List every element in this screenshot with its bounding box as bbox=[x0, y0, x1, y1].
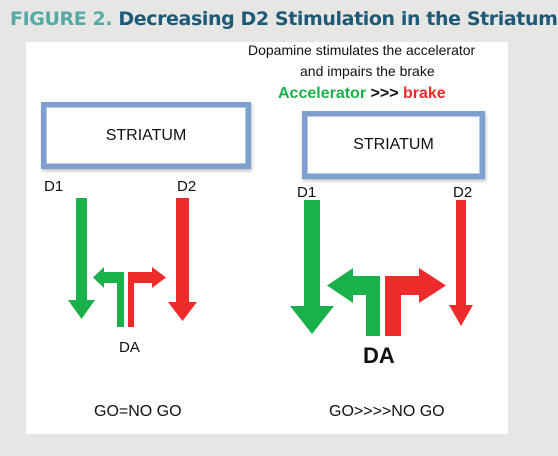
relation-symbol: >>> bbox=[370, 85, 399, 102]
left-da-green-arrow bbox=[93, 267, 124, 327]
right-note-line1: Dopamine stimulates the accelerator bbox=[248, 42, 476, 58]
right-da-red-arrow bbox=[385, 268, 446, 336]
left-striatum-label: STRIATUM bbox=[105, 126, 187, 144]
right-caption: GO>>>>NO GO bbox=[329, 403, 445, 420]
right-d2-label: D2 bbox=[453, 184, 473, 201]
left-d2-red-arrow bbox=[168, 198, 197, 321]
left-d1-label: D1 bbox=[44, 178, 64, 195]
accelerator-brake-relation: Accelerator >>> brake bbox=[278, 85, 446, 103]
right-d2-red-arrow bbox=[449, 200, 473, 326]
right-striatum-box: STRIATUM bbox=[302, 111, 485, 179]
right-da-label: DA bbox=[363, 343, 395, 368]
left-d1-green-arrow bbox=[68, 198, 95, 319]
left-striatum-box: STRIATUM bbox=[41, 102, 251, 169]
right-striatum-label: STRIATUM bbox=[353, 136, 434, 153]
left-caption: GO=NO GO bbox=[94, 403, 182, 420]
accelerator-label: Accelerator bbox=[278, 85, 367, 102]
figure-title: FIGURE 2. Decreasing D2 Stimulation in t… bbox=[10, 6, 558, 32]
right-da-green-arrow bbox=[327, 268, 380, 336]
left-da-label: DA bbox=[119, 339, 140, 356]
left-d2-label: D2 bbox=[177, 178, 197, 195]
dopamine-arrows-diagram bbox=[68, 198, 473, 336]
figure-heading: Decreasing D2 Stimulation in the Striatu… bbox=[118, 8, 558, 30]
right-d1-label: D1 bbox=[297, 184, 317, 201]
brake-label: brake bbox=[402, 85, 446, 102]
right-d1-green-arrow bbox=[290, 200, 334, 334]
right-note-line2: and impairs the brake bbox=[300, 63, 435, 79]
figure-label: FIGURE 2. bbox=[10, 8, 113, 30]
left-da-red-arrow bbox=[128, 267, 166, 327]
